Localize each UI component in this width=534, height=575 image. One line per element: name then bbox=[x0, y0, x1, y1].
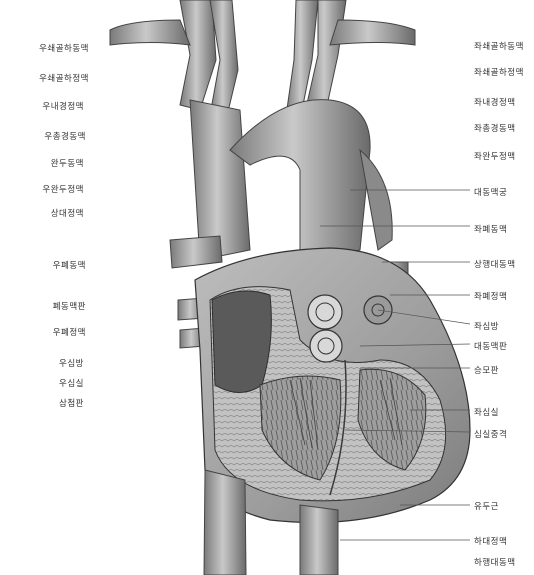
label-left-internal-jugular-vein: 좌내경정맥 bbox=[474, 96, 516, 108]
label-right-ventricle: 우심실 bbox=[59, 377, 84, 389]
label-aortic-arch: 대동맥궁 bbox=[474, 186, 507, 198]
label-right-atrium: 우심방 bbox=[59, 357, 84, 369]
label-left-ventricle: 좌심실 bbox=[474, 406, 499, 418]
label-aortic-valve: 대동맥판 bbox=[474, 340, 507, 352]
label-left-atrium: 좌심방 bbox=[474, 320, 499, 332]
label-interventricular-septum: 심실중격 bbox=[474, 428, 507, 440]
label-pulmonary-valve: 폐동맥판 bbox=[53, 300, 86, 312]
label-tricuspid-valve: 삼첨판 bbox=[59, 397, 84, 409]
label-right-internal-jugular-vein: 우내경정맥 bbox=[42, 100, 84, 112]
label-right-pulmonary-artery: 우폐동맥 bbox=[53, 259, 86, 271]
label-right-subclavian-vein: 우쇄골하정맥 bbox=[39, 72, 89, 84]
label-superior-vena-cava: 상대정맥 bbox=[51, 207, 84, 219]
label-right-brachiocephalic-vein: 우완두정맥 bbox=[42, 183, 84, 195]
label-brachiocephalic-artery: 완두동맥 bbox=[51, 157, 84, 169]
label-descending-aorta: 하행대동맥 bbox=[474, 556, 516, 568]
label-left-subclavian-artery: 좌쇄골하동맥 bbox=[474, 40, 524, 52]
label-left-pulmonary-vein: 좌폐정맥 bbox=[474, 290, 507, 302]
label-left-brachiocephalic-vein: 좌완두정맥 bbox=[474, 150, 516, 162]
label-right-pulmonary-vein: 우폐정맥 bbox=[53, 326, 86, 338]
label-papillary-muscle: 유두근 bbox=[474, 500, 499, 512]
label-ascending-aorta: 상행대동맥 bbox=[474, 258, 516, 270]
label-left-subclavian-vein: 좌쇄골하정맥 bbox=[474, 66, 524, 78]
label-right-common-carotid-artery: 우총경동맥 bbox=[44, 130, 86, 142]
label-left-pulmonary-artery: 좌폐동맥 bbox=[474, 223, 507, 235]
label-mitral-valve: 승모판 bbox=[474, 364, 499, 376]
label-right-subclavian-artery: 우쇄골하동맥 bbox=[39, 42, 89, 54]
label-left-common-carotid-artery: 좌총경동맥 bbox=[474, 122, 516, 134]
label-inferior-vena-cava: 하대정맥 bbox=[474, 535, 507, 547]
neck-vessels bbox=[110, 0, 415, 120]
